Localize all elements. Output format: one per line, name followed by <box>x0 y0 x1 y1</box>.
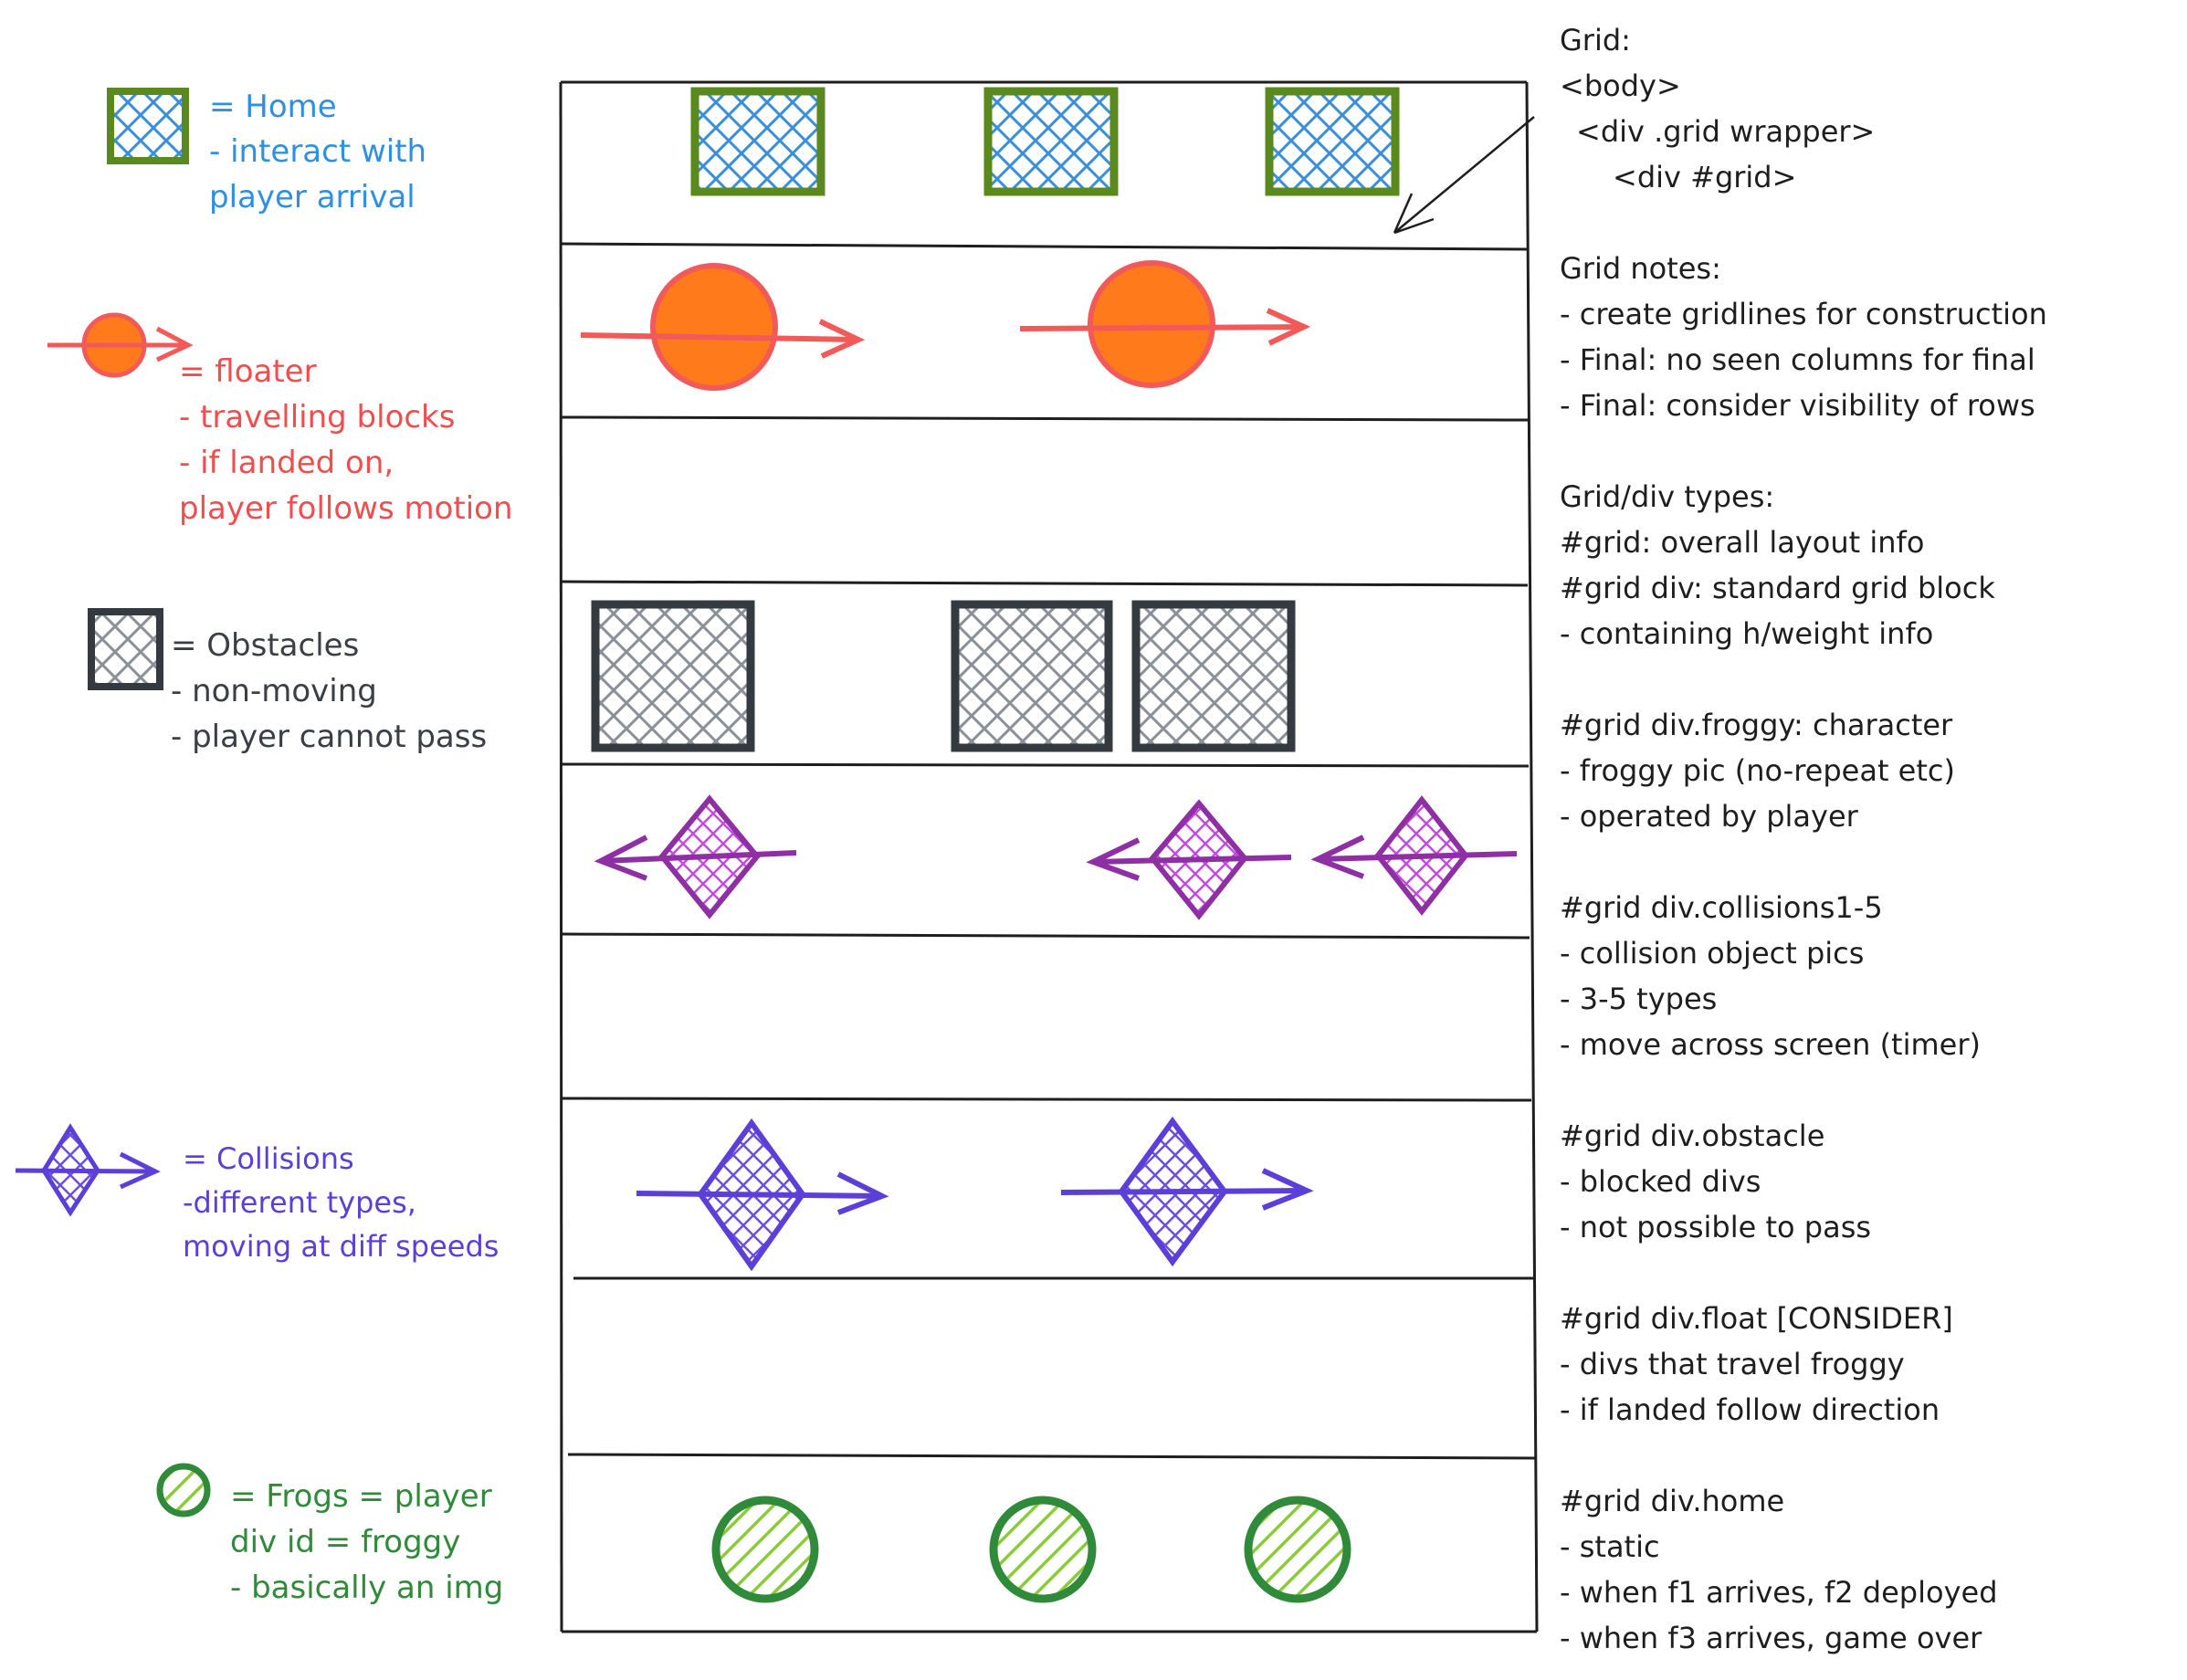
home-legend-line: = Home <box>209 89 337 125</box>
floater-legend-text: = floater - travelling blocks - if lande… <box>179 353 513 527</box>
note-line: #grid: overall layout info <box>1560 525 1924 560</box>
floater-legend-line: player follows motion <box>179 490 513 527</box>
collision-object <box>594 794 797 919</box>
home-legend-icon <box>107 88 189 164</box>
frog-player <box>1244 1496 1351 1603</box>
frog-player <box>989 1496 1097 1603</box>
row-divider-5 <box>560 932 1530 940</box>
obstacles-legend-line: - non-moving <box>171 673 377 709</box>
floaters <box>580 260 1311 391</box>
obstacle-block <box>951 600 1113 752</box>
obstacle-block <box>591 600 755 752</box>
collisions-left <box>594 794 1518 920</box>
note-line: Grid/div types: <box>1560 479 1774 514</box>
grid-border-right <box>1525 81 1539 1633</box>
frogs-legend-line: - basically an img <box>230 1570 503 1606</box>
grid-pointer-arrow <box>1393 116 1535 235</box>
floater-legend-icon <box>47 312 194 378</box>
collision-object <box>636 1118 889 1272</box>
note-line: <div .grid wrapper> <box>1576 114 1875 149</box>
obstacles-legend-line: = Obstacles <box>171 627 359 664</box>
frogs <box>711 1496 1351 1603</box>
frog-player <box>711 1496 819 1603</box>
row-divider-1 <box>560 242 1529 251</box>
grid-border-left <box>559 81 563 1633</box>
note-line: <div #grid> <box>1613 160 1796 194</box>
notes-panel: Grid: <body> <div .grid wrapper> <div #g… <box>1560 23 2047 1655</box>
note-line: Grid notes: <box>1560 251 1721 286</box>
collisions-legend-line: = Collisions <box>183 1141 354 1176</box>
note-line: #grid div: standard grid block <box>1560 571 1995 605</box>
note-line: #grid div.froggy: character <box>1560 708 1953 742</box>
note-line: Grid: <box>1560 23 1631 58</box>
home-legend-line: - interact with <box>209 133 426 170</box>
frog-legend-icon <box>156 1463 211 1517</box>
floater-legend-line: - travelling blocks <box>179 399 455 436</box>
collisions-legend-line: moving at diff speeds <box>183 1229 499 1264</box>
game-grid <box>559 80 1539 1633</box>
note-line: - create gridlines for construction <box>1560 297 2047 331</box>
row-divider-3 <box>560 580 1529 587</box>
row-divider-2 <box>560 415 1529 422</box>
home-legend-line: player arrival <box>209 179 415 215</box>
note-line: - operated by player <box>1560 799 1859 834</box>
note-line: #grid div.home <box>1560 1484 1784 1518</box>
note-line: - when f1 arrives, f2 deployed <box>1560 1575 1998 1610</box>
note-line: - Final: consider visibility of rows <box>1560 388 2035 423</box>
home-block <box>690 87 825 196</box>
note-line: - froggy pic (no-repeat etc) <box>1560 753 1955 788</box>
row-divider-8 <box>567 1453 1536 1460</box>
frogs-legend-line: div id = froggy <box>230 1524 460 1560</box>
obstacles-legend-text: = Obstacles - non-moving - player cannot… <box>171 627 487 755</box>
collisions-legend-line: -different types, <box>183 1185 416 1220</box>
note-line: #grid div.float [CONSIDER] <box>1560 1301 1953 1336</box>
row-divider-4 <box>560 762 1530 768</box>
frogs-legend-text: = Frogs = player div id = froggy - basic… <box>230 1478 503 1606</box>
note-line: - not possible to pass <box>1560 1210 1871 1244</box>
note-line: - 3-5 types <box>1560 982 1717 1016</box>
note-line: - move across screen (timer) <box>1560 1027 1981 1062</box>
note-line: #grid div.collisions1-5 <box>1560 890 1883 925</box>
floater-legend-line: - if landed on, <box>179 445 394 481</box>
home-block <box>983 87 1119 196</box>
note-line: - divs that travel froggy <box>1560 1347 1905 1381</box>
home-block <box>1265 87 1400 196</box>
note-line: - containing h/weight info <box>1560 616 1933 651</box>
obstacle-block <box>1131 600 1296 752</box>
frogs-legend-line: = Frogs = player <box>230 1478 492 1515</box>
collision-object <box>1060 1116 1314 1267</box>
note-line: - when f3 arrives, game over <box>1560 1621 1982 1655</box>
floater <box>1019 260 1311 388</box>
note-line: - static <box>1560 1529 1660 1564</box>
home-legend-text: = Home - interact with player arrival <box>209 89 426 215</box>
collision-object <box>1086 799 1292 920</box>
note-line: - Final: no seen columns for final <box>1560 342 2035 377</box>
home-blocks <box>690 87 1400 196</box>
note-line: <body> <box>1560 68 1681 103</box>
note-line: - blocked divs <box>1560 1164 1761 1199</box>
collisions-right <box>636 1116 1314 1272</box>
obstacles <box>591 600 1296 752</box>
note-line: - if landed follow direction <box>1560 1392 1940 1427</box>
obstacle-legend-icon <box>88 608 163 690</box>
note-line: - collision object pics <box>1560 936 1864 971</box>
collision-object <box>1310 795 1518 916</box>
collision-legend-icon <box>15 1123 161 1217</box>
floater-legend-line: = floater <box>179 353 317 390</box>
obstacles-legend-line: - player cannot pass <box>171 719 487 755</box>
collisions-legend-text: = Collisions -different types, moving at… <box>183 1141 499 1264</box>
row-divider-6 <box>560 1097 1532 1102</box>
note-line: #grid div.obstacle <box>1560 1118 1824 1153</box>
floater <box>580 263 866 391</box>
